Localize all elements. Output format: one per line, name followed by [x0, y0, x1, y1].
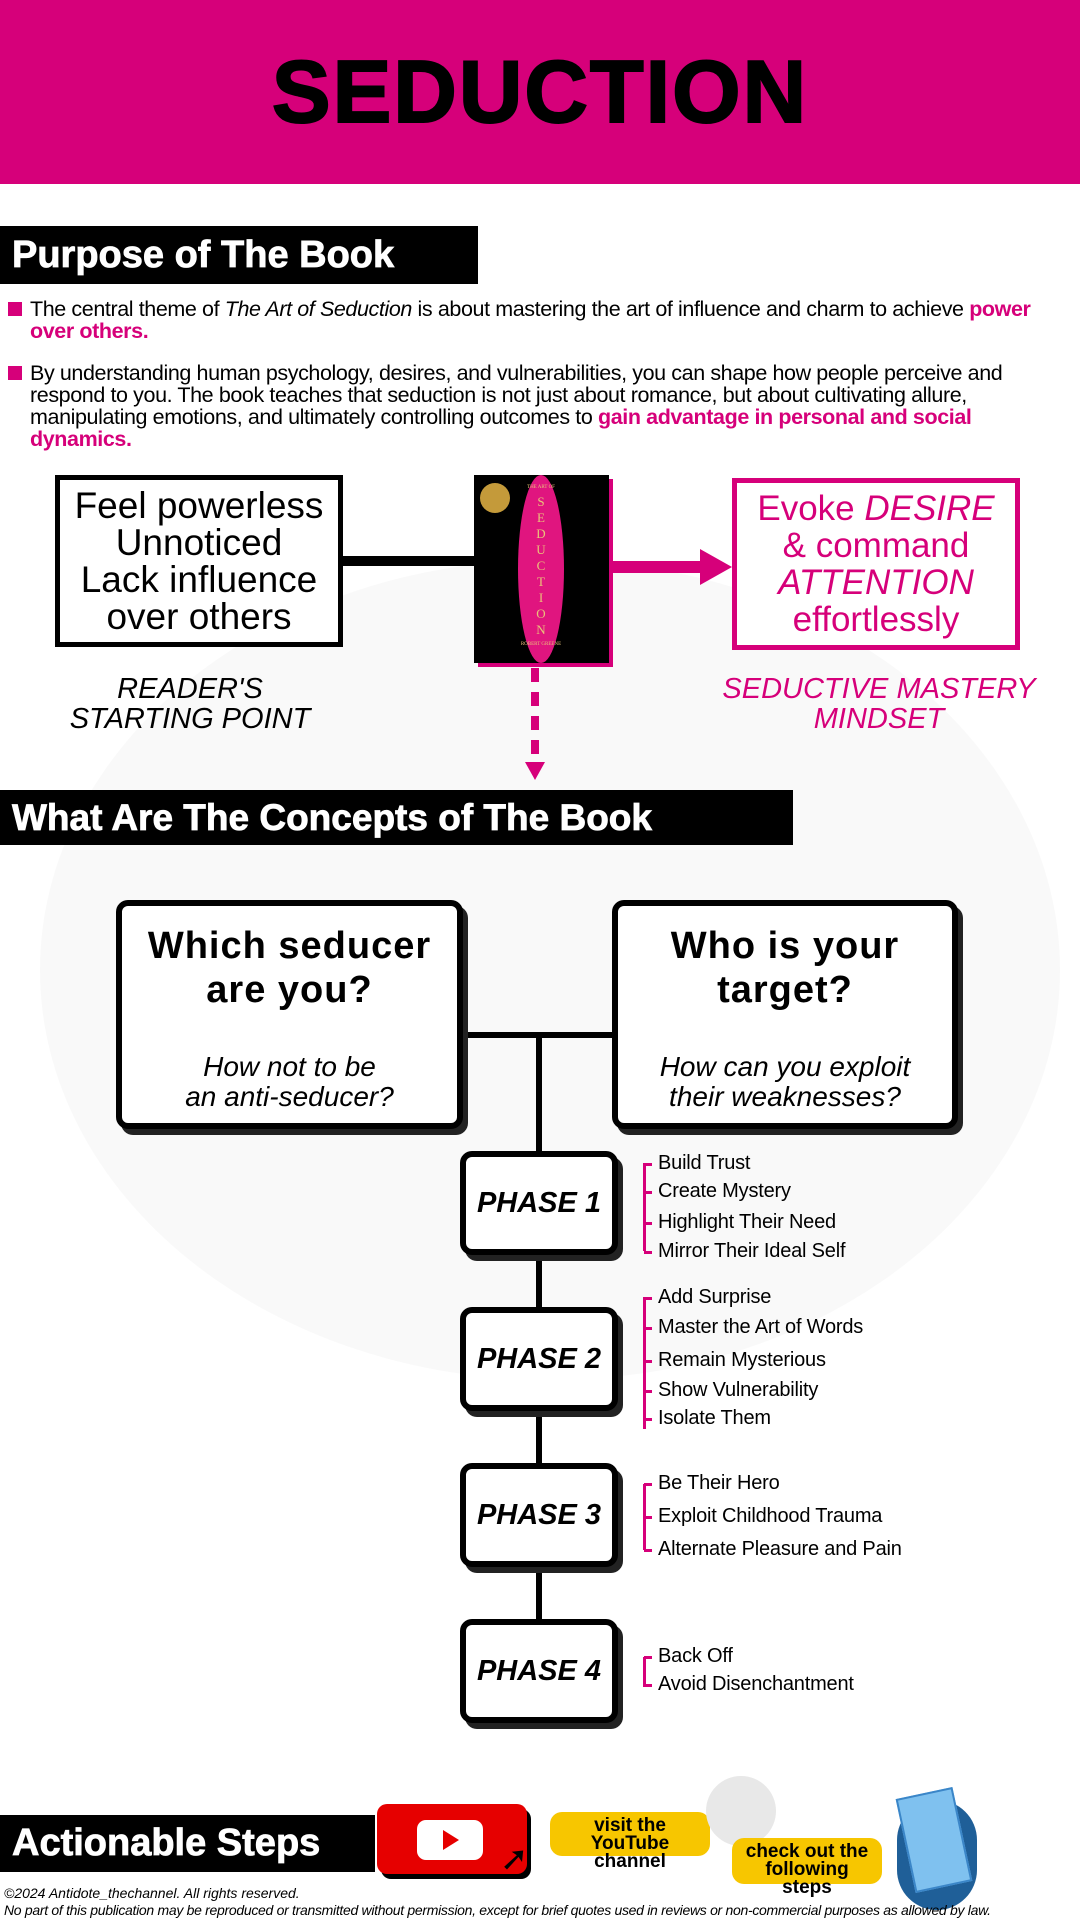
- list-item: Build Trust: [643, 1152, 751, 1174]
- box-line: Unnoticed: [115, 522, 283, 563]
- bullet-item: By understanding human psychology, desir…: [8, 362, 1068, 450]
- list-item: Create Mystery: [644, 1180, 791, 1202]
- bullet-highlight: power over others.: [30, 297, 1031, 343]
- book-subtitle: THE ART OF: [527, 485, 555, 490]
- phase-1-box: PHASE 1: [460, 1151, 618, 1255]
- list-item: Isolate Them: [644, 1407, 771, 1429]
- purpose-heading: Purpose of The Book: [0, 226, 478, 284]
- end-point-box: Evoke DESIRE & command ATTENTION effortl…: [732, 478, 1020, 650]
- phase-4-items: Back Off Avoid Disenchantment: [643, 1645, 854, 1695]
- list-item: Back Off: [644, 1645, 733, 1667]
- copyright-text: ©2024 Antidote_thechannel. All rights re…: [4, 1885, 300, 1901]
- bullet-text: By understanding human psychology, desir…: [30, 361, 1003, 429]
- phase-1-items: Build Trust Create Mystery Highlight The…: [643, 1152, 846, 1262]
- bullet-square-icon: [8, 302, 22, 316]
- box-line: effortlessly: [792, 600, 960, 639]
- box-line: ATTENTION: [778, 563, 974, 602]
- list-item: Remain Mysterious: [644, 1349, 826, 1371]
- list-item: Master the Art of Words: [643, 1316, 864, 1338]
- youtube-button[interactable]: [377, 1804, 527, 1874]
- legal-notice: No part of this publication may be repro…: [4, 1902, 991, 1918]
- bullet-item: The central theme of The Art of Seductio…: [8, 298, 1068, 342]
- list-item: Mirror Their Ideal Self: [643, 1240, 846, 1262]
- book-title-italic: The Art of Seduction: [224, 297, 413, 321]
- phase-3-box: PHASE 3: [460, 1463, 618, 1567]
- character-illustration: [706, 1776, 776, 1846]
- page-title: SEDUCTION: [271, 41, 809, 142]
- concepts-heading: What Are The Concepts of The Book: [0, 790, 793, 845]
- box-line: Feel powerless: [74, 485, 324, 526]
- list-item: Avoid Disenchantment: [644, 1673, 854, 1695]
- list-item: Highlight Their Need: [644, 1211, 836, 1233]
- dashed-arrow: [531, 668, 539, 764]
- box-line: over others: [106, 596, 292, 637]
- cursor-icon: ➚: [500, 1840, 529, 1878]
- award-seal-icon: [480, 483, 510, 513]
- purpose-bullets: The central theme of The Art of Seductio…: [8, 298, 1068, 470]
- notebook-circle: [895, 1787, 977, 1910]
- play-icon: [417, 1820, 483, 1860]
- arrow-down-icon: [525, 762, 545, 780]
- box-line: Lack influence: [80, 559, 318, 600]
- arrow-shaft: [609, 561, 704, 573]
- book-title: SEDUCTION: [536, 494, 546, 637]
- connector-line: [343, 556, 474, 566]
- book-cover: THE ART OF SEDUCTION ROBERT GREENE: [474, 475, 609, 663]
- box-line: Evoke DESIRE: [757, 489, 995, 528]
- bullet-highlight: gain advantage in personal and social dy…: [30, 405, 972, 451]
- bullet-square-icon: [8, 366, 22, 380]
- book-author: ROBERT GREENE: [520, 642, 562, 647]
- phase-2-items: Add Surprise Master the Art of Words Rem…: [643, 1286, 863, 1429]
- book-ellipse: THE ART OF SEDUCTION ROBERT GREENE: [518, 475, 564, 663]
- list-item: Be Their Hero: [644, 1472, 780, 1494]
- header-banner: SEDUCTION: [0, 0, 1080, 184]
- arrow-right-icon: [700, 549, 732, 585]
- bullet-text: The central theme of: [30, 297, 225, 321]
- phase-4-box: PHASE 4: [460, 1619, 618, 1723]
- phase-3-items: Be Their Hero Exploit Childhood Trauma A…: [643, 1472, 902, 1560]
- starting-point-box: Feel powerless Unnoticed Lack influence …: [55, 475, 343, 647]
- bullet-text: is about mastering the art of influence …: [411, 297, 970, 321]
- box-line: & command: [782, 526, 970, 565]
- list-item: Exploit Childhood Trauma: [643, 1505, 883, 1527]
- notebook-icon: [895, 1787, 973, 1893]
- actionable-heading: Actionable Steps: [0, 1815, 375, 1872]
- phase-2-box: PHASE 2: [460, 1307, 618, 1411]
- list-item: Add Surprise: [643, 1286, 772, 1308]
- list-item: Alternate Pleasure and Pain: [644, 1538, 902, 1560]
- list-item: Show Vulnerability: [643, 1379, 819, 1401]
